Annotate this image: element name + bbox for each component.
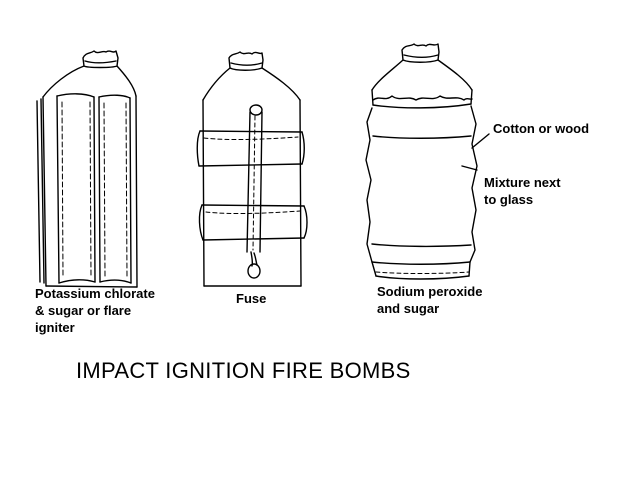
- label-sodium-peroxide: Sodium peroxide and sugar: [377, 284, 483, 316]
- bottle-3: [365, 43, 490, 280]
- diagram-title: IMPACT IGNITION FIRE BOMBS: [76, 358, 411, 383]
- label-mixture-next-to-glass: Mixture next to glass: [484, 175, 561, 207]
- label-fuse: Fuse: [236, 291, 267, 306]
- label-cotton-or-wood: Cotton or wood: [493, 121, 590, 136]
- bottle-2: [196, 51, 308, 287]
- bottle-1: [36, 50, 138, 288]
- label-potassium-chlorate: Potassium chlorate & sugar or flare igni…: [35, 286, 155, 335]
